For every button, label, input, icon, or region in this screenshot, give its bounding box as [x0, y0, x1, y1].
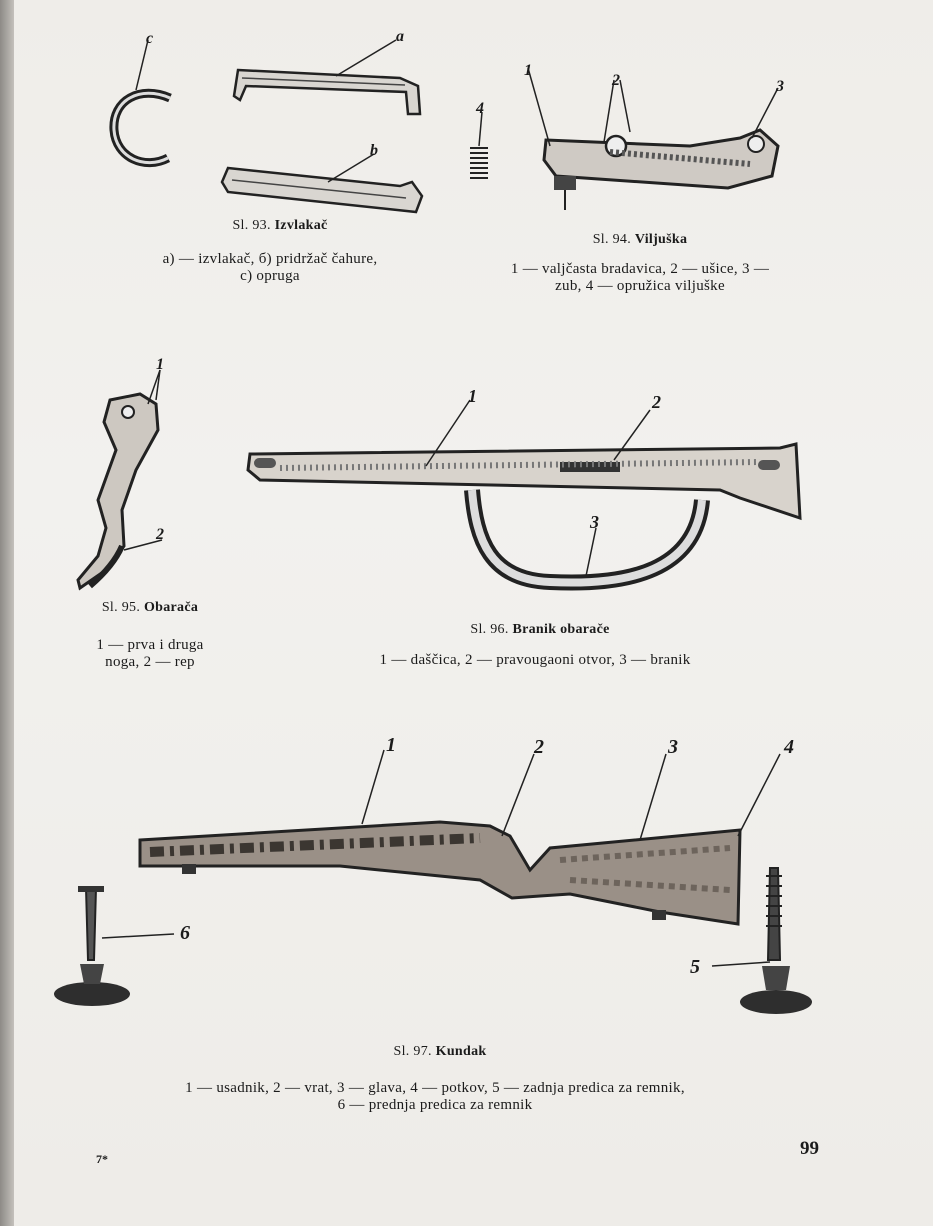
fig97-legend: 1 — usadnik, 2 — vrat, 3 — glava, 4 — po…: [185, 1080, 685, 1113]
fig93-label-b: b: [370, 142, 378, 159]
figure-95-drawing: [76, 369, 163, 591]
fig96-label-1: 1: [468, 386, 477, 406]
fig93-label-c: c: [146, 30, 154, 47]
fig97-label-4: 4: [784, 736, 794, 758]
fig94-legend: 1 — valjčasta bradavica, 2 — ušice, 3 — …: [510, 261, 770, 294]
page-number: 99: [800, 1138, 819, 1159]
fig95-label-1: 1: [156, 356, 164, 373]
fig94-label-1: 1: [524, 62, 532, 79]
fig97-label-1: 1: [386, 734, 396, 756]
fig95-label-2: 2: [156, 526, 164, 543]
fig97-label-3: 3: [668, 736, 678, 758]
fig96-label-3: 3: [590, 512, 599, 532]
fig94-label-4: 4: [476, 100, 484, 117]
fig93-legend: a) — izvlakač, б) pridržač čahure, c) op…: [162, 251, 378, 284]
fig97-label-2: 2: [534, 736, 544, 758]
fig97-title: Sl. 97. Kundak: [393, 1044, 487, 1059]
fig93-title: Sl. 93. Izvlakač: [232, 218, 328, 233]
figure-94-drawing: [470, 67, 780, 210]
fig95-title: Sl. 95. Obarača: [101, 600, 199, 615]
fig94-label-3: 3: [776, 78, 784, 95]
printer-signature-mark: 7*: [96, 1152, 108, 1166]
fig96-title: Sl. 96. Branik obarače: [470, 622, 610, 637]
figure-93-drawing: [109, 39, 424, 214]
fig96-label-2: 2: [652, 392, 661, 412]
fig93-label-a: a: [396, 28, 404, 45]
figure-96-drawing: [246, 399, 802, 591]
fig96-legend: 1 — daščica, 2 — pravougaoni otvor, 3 — …: [379, 652, 691, 668]
book-page: [14, 0, 933, 1226]
fig94-label-2: 2: [612, 72, 620, 89]
fig95-legend: 1 — prva i druga noga, 2 — rep: [96, 637, 204, 670]
figure-97-drawing: [54, 749, 812, 1014]
fig94-title: Sl. 94. Viljuška: [592, 232, 688, 247]
fig97-label-5: 5: [690, 956, 700, 978]
fig97-label-6: 6: [180, 922, 190, 944]
